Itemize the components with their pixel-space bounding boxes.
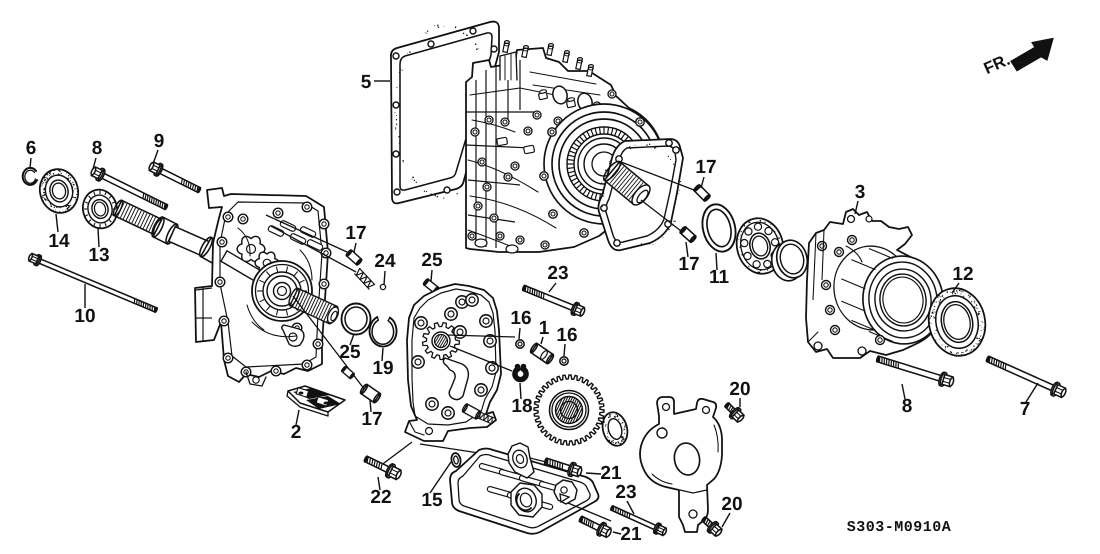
- svg-text:17: 17: [695, 157, 716, 178]
- svg-text:9: 9: [154, 131, 165, 152]
- svg-text:S303-M0910A: S303-M0910A: [847, 519, 952, 536]
- svg-text:11: 11: [709, 267, 730, 288]
- svg-text:24: 24: [374, 251, 396, 272]
- svg-text:6: 6: [26, 138, 37, 159]
- svg-text:20: 20: [729, 379, 750, 400]
- svg-text:25: 25: [421, 250, 443, 271]
- svg-text:23: 23: [615, 482, 636, 503]
- svg-text:3: 3: [855, 182, 866, 203]
- svg-text:16: 16: [510, 308, 531, 329]
- svg-text:23: 23: [547, 263, 568, 284]
- svg-text:16: 16: [556, 325, 577, 346]
- svg-text:17: 17: [678, 254, 699, 275]
- svg-text:22: 22: [370, 487, 391, 508]
- svg-text:21: 21: [600, 463, 622, 484]
- svg-text:5: 5: [361, 72, 372, 93]
- svg-text:20: 20: [721, 494, 742, 515]
- svg-text:19: 19: [372, 358, 393, 379]
- svg-text:1: 1: [539, 318, 550, 339]
- svg-text:18: 18: [511, 396, 532, 417]
- svg-text:17: 17: [361, 409, 382, 430]
- svg-text:15: 15: [421, 490, 443, 511]
- svg-text:2: 2: [291, 422, 302, 443]
- svg-text:25: 25: [339, 342, 361, 363]
- svg-text:8: 8: [902, 396, 913, 417]
- svg-text:17: 17: [345, 223, 366, 244]
- svg-text:10: 10: [74, 306, 95, 327]
- svg-text:7: 7: [1020, 399, 1031, 420]
- svg-text:12: 12: [952, 264, 973, 285]
- svg-text:13: 13: [88, 245, 109, 266]
- svg-text:14: 14: [48, 231, 70, 252]
- svg-text:21: 21: [620, 524, 642, 545]
- svg-text:8: 8: [92, 138, 103, 159]
